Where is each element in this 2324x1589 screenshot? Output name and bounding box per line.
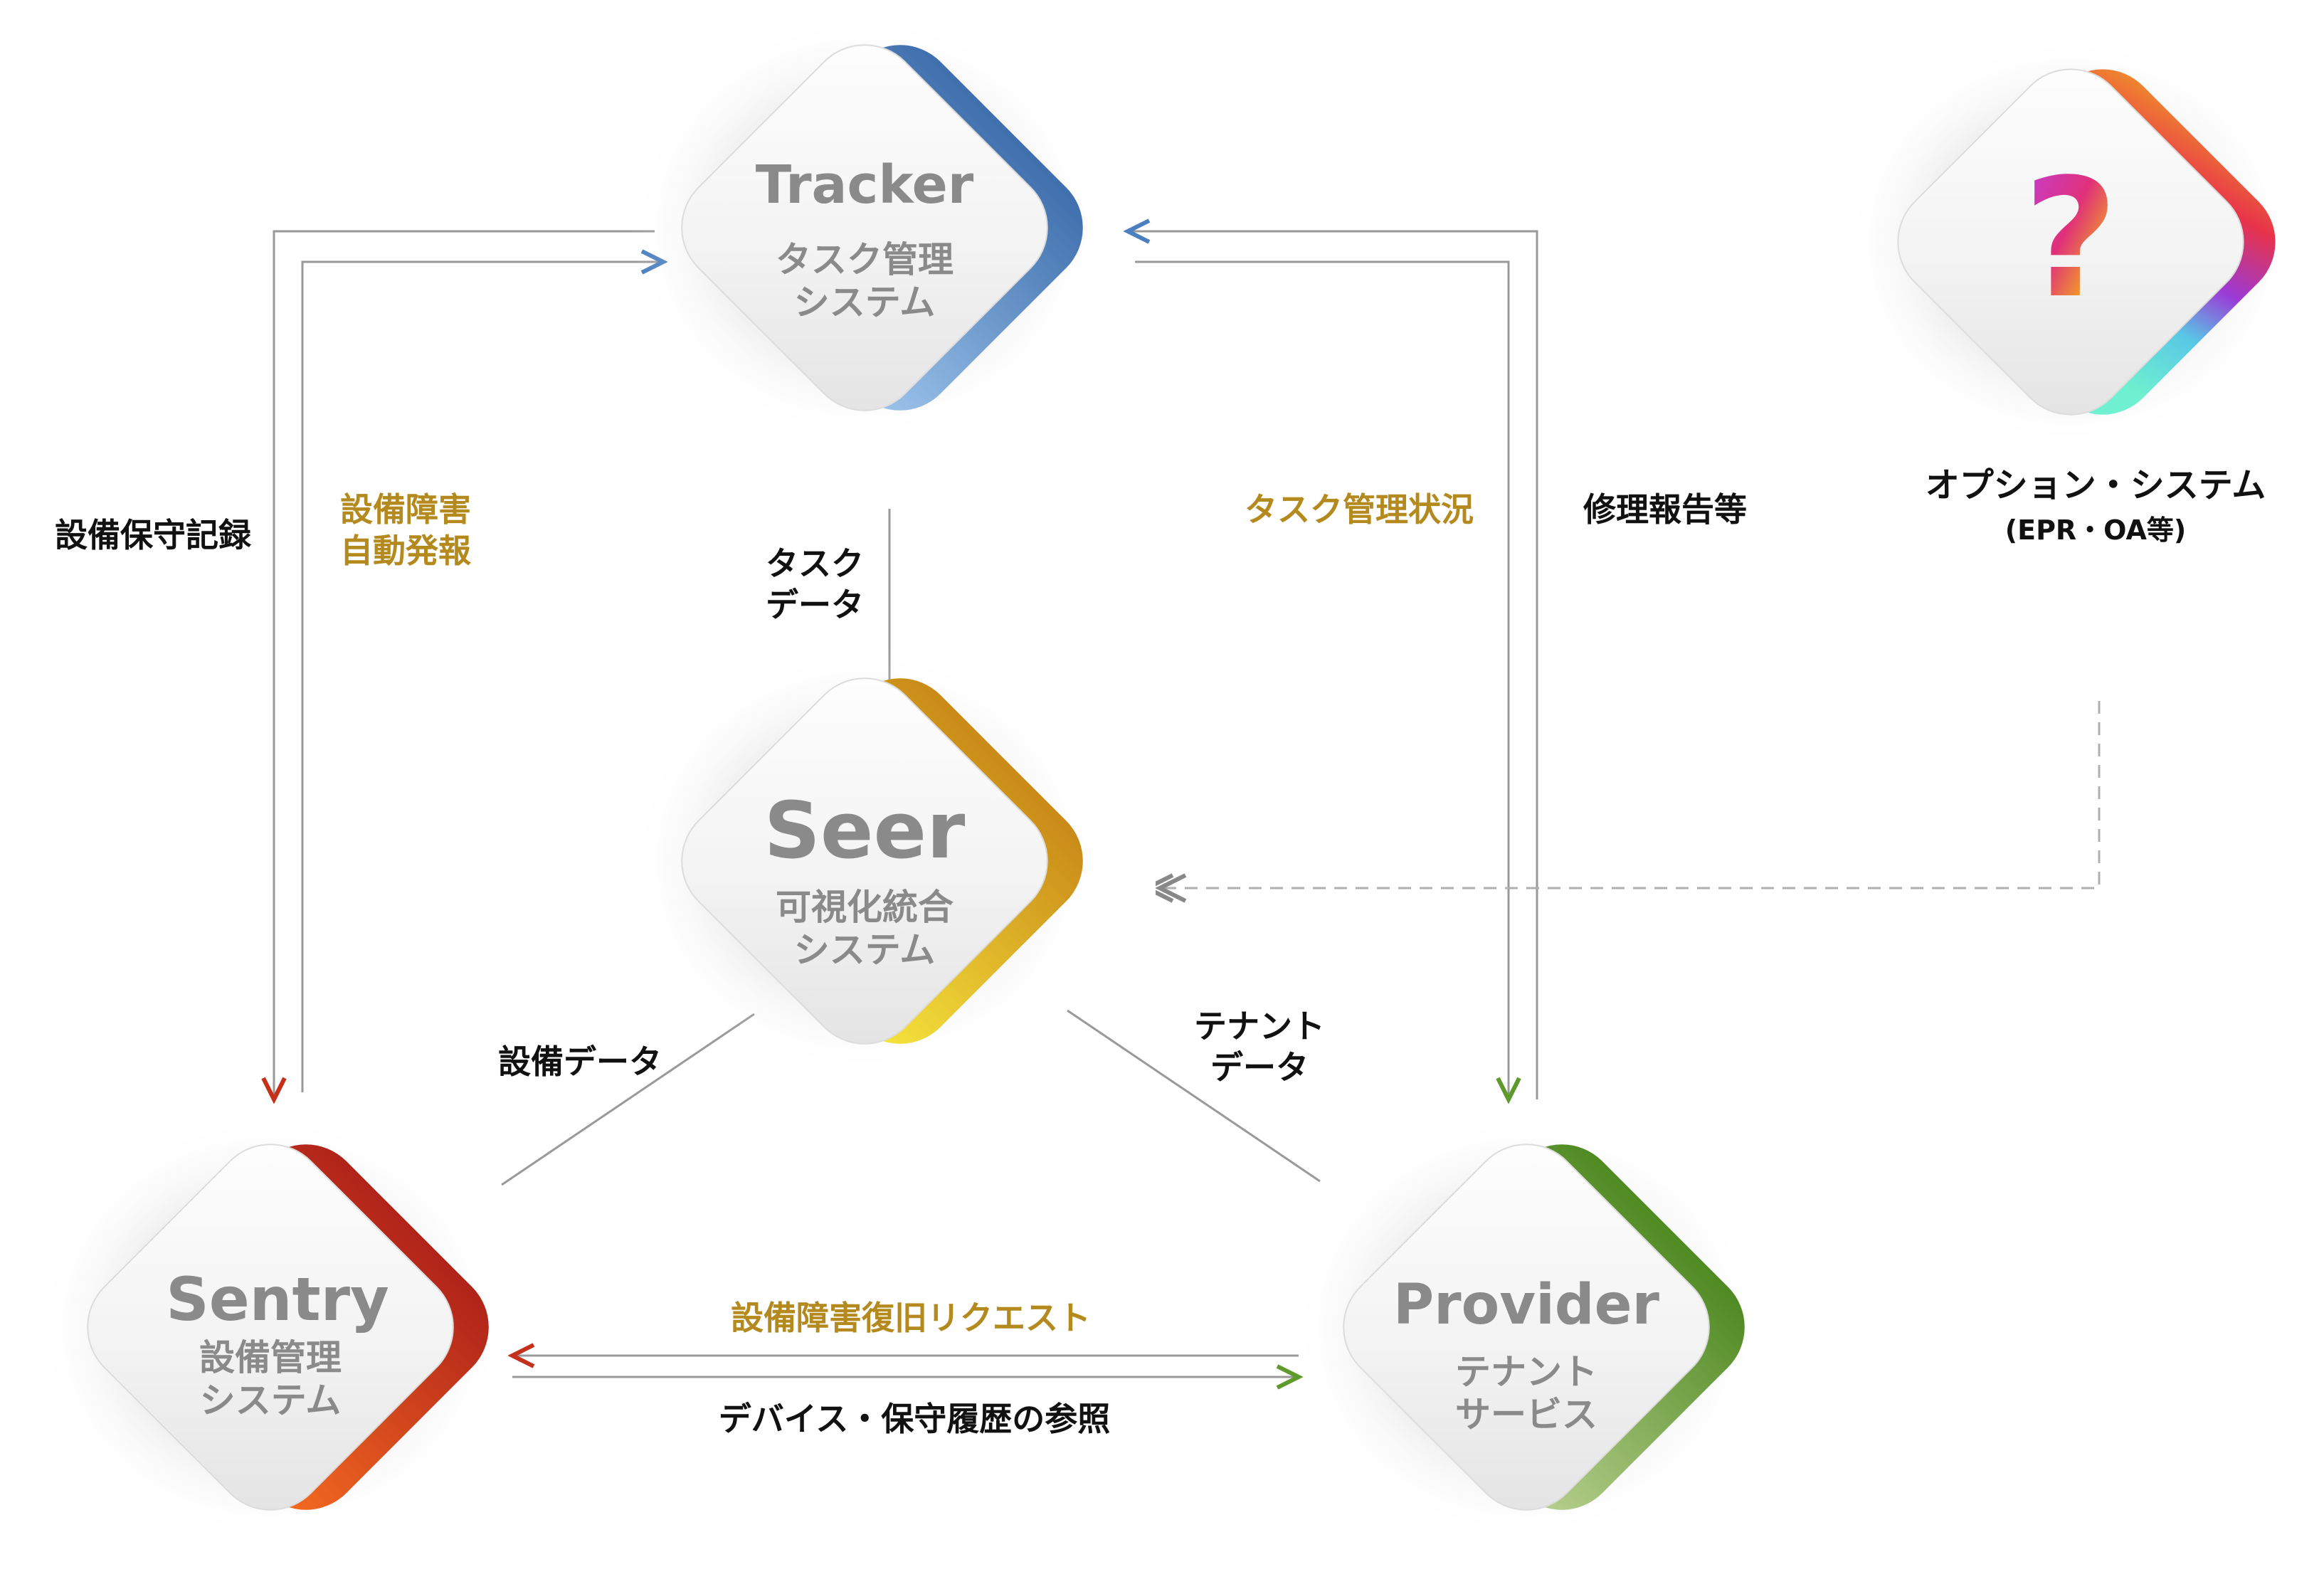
provider-title: Provider [1393, 1273, 1660, 1337]
connector-seer-provider [1067, 1009, 1321, 1183]
seer-node[interactable]: Seer 可視化統合 システム [630, 648, 1106, 1075]
sentry-line2: システム [200, 1380, 342, 1421]
repair-report-label: 修理報告等 [1583, 490, 1747, 529]
provider-node[interactable]: Provider テナント サービス [1292, 1114, 1768, 1541]
sentry-title: Sentry [166, 1265, 389, 1334]
equipment-data-label: 設備データ [498, 1042, 662, 1081]
sentry-line1: 設備管理 [199, 1337, 342, 1378]
fault-auto-label-line2: 自動発報 [340, 532, 471, 570]
provider-line1: テナント [1455, 1351, 1597, 1393]
tenant-data-label-line2: データ [1210, 1048, 1309, 1087]
tracker-line2: システム [794, 282, 936, 323]
tracker-line1: タスク管理 [776, 239, 954, 280]
option-sub-label: (EPR・OA等) [2005, 514, 2187, 546]
connector-sentry-to-tracker [301, 262, 663, 1092]
fault-recovery-request-label: 設備障害復旧リクエスト [731, 1299, 1091, 1337]
device-history-ref-label: デバイス・保守履歴の参照 [719, 1400, 1111, 1438]
option-node[interactable]: ? [1843, 36, 2299, 448]
connector-seer-sentry [501, 1013, 755, 1186]
fault-auto-label-line1: 設備障害 [340, 490, 471, 529]
connector-tracker-to-provider [1135, 260, 1509, 1099]
tracker-title: Tracker [756, 154, 974, 216]
seer-line2: システム [794, 929, 936, 971]
task-data-label-line1: タスク [766, 544, 864, 583]
seer-line1: 可視化統合 [776, 887, 954, 928]
tenant-data-label-line1: テナント [1194, 1007, 1325, 1045]
maintenance-record-label: 設備保守記録 [55, 516, 252, 554]
option-name-label: オプション・システム [1926, 465, 2266, 505]
task-status-label: タスク管理状況 [1245, 490, 1474, 529]
connector-option-to-seer [1160, 701, 2101, 888]
seer-title: Seer [764, 785, 966, 876]
task-data-label-line2: データ [766, 586, 864, 624]
tracker-node[interactable]: Tracker タスク管理 システム [630, 14, 1106, 441]
connector-provider-to-tracker [1128, 231, 1538, 1099]
connector-tracker-to-sentry [274, 230, 655, 1099]
provider-line2: サービス [1455, 1394, 1597, 1435]
sentry-node[interactable]: Sentry 設備管理 システム [36, 1114, 512, 1541]
question-mark-icon: ? [2023, 144, 2118, 334]
